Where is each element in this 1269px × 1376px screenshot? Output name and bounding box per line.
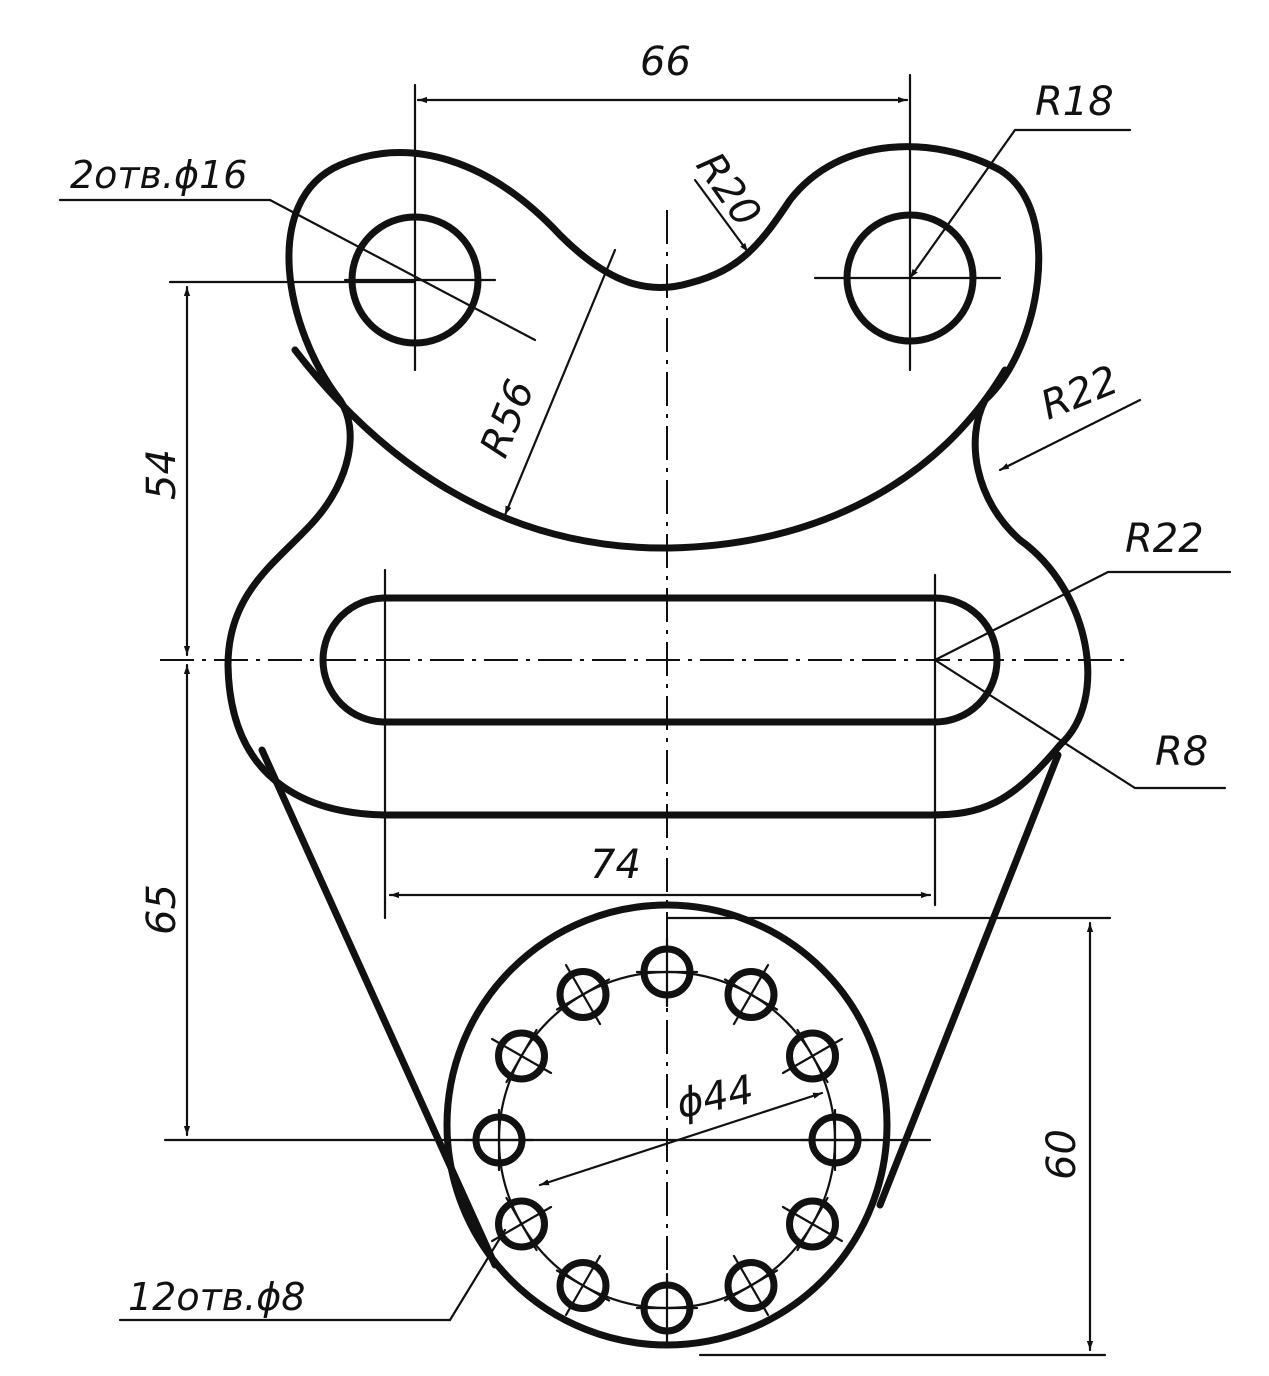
note-upper-holes-leader (58, 198, 537, 342)
small-hole (495, 1029, 548, 1083)
small-hole-tangent-mark (723, 1269, 779, 1302)
small-holes-group (463, 936, 871, 1344)
dim-r8-text: R8 (1155, 729, 1208, 775)
upper-right-hole (843, 211, 977, 345)
dim-54-text: 54 (139, 449, 185, 500)
dim-60-text: 60 (1039, 1129, 1085, 1180)
dim-r18-text: R18 (1035, 79, 1114, 125)
note-small-holes-leader (118, 1228, 507, 1322)
small-hole (724, 1259, 778, 1312)
dim-phi44-line (538, 1091, 824, 1187)
dim-r56-leader (503, 248, 617, 517)
small-hole-tangent-mark (555, 1269, 611, 1302)
dim-74-text: 74 (590, 842, 641, 888)
dim-66-text: 66 (640, 39, 691, 85)
small-hole-tangent-mark (796, 1028, 829, 1084)
dim-65-text: 65 (139, 884, 185, 935)
small-hole-tangent-mark (796, 1196, 829, 1252)
small-hole (556, 968, 610, 1021)
small-hole (786, 1029, 839, 1083)
dim-r8-leader (933, 658, 1227, 790)
note-upper-holes-text: 2отв.ϕ16 (70, 153, 247, 197)
dim-r18-leader (908, 128, 1132, 280)
small-hole-tangent-mark (505, 1028, 538, 1084)
right-tangent-line (876, 751, 1062, 1209)
small-hole-tangent-mark (555, 978, 611, 1011)
small-hole (786, 1197, 839, 1251)
upper-left-hole (348, 213, 482, 347)
small-hole-tangent-mark (723, 978, 779, 1011)
lower-disc (443, 901, 891, 1349)
left-tangent-line (258, 746, 499, 1269)
dim-r22-side-leader (933, 570, 1232, 662)
inner-arc-r56 (291, 346, 1009, 552)
small-hole-tangent-mark (505, 1196, 538, 1252)
small-hole (556, 1259, 610, 1312)
small-hole (724, 968, 778, 1021)
dim-r20-leader (693, 178, 750, 254)
dim-r22-waist-text: R22 (1035, 357, 1125, 429)
note-small-holes-text: 12отв.ϕ8 (128, 1275, 305, 1319)
dim-r22-side-text: R22 (1125, 516, 1204, 562)
small-hole (495, 1197, 548, 1251)
dim-r20-text: R20 (687, 144, 770, 235)
dim-r22-waist-leader (998, 398, 1142, 472)
